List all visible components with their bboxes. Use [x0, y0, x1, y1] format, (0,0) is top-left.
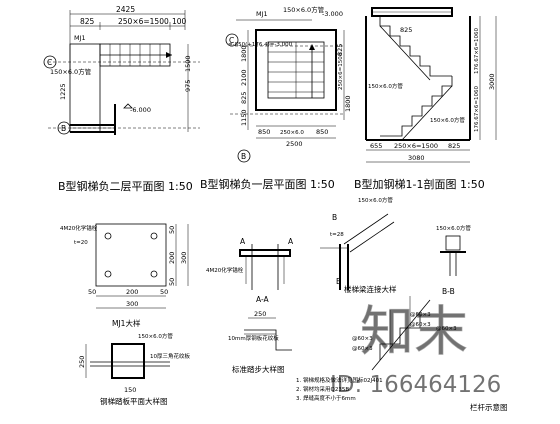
plan2f-dim-825: 825 — [80, 17, 95, 26]
plan1f-dim-left-4: 1150 — [240, 109, 248, 126]
plan2f-dim-100: 100 — [172, 17, 187, 26]
plan1f-tube-note: 150×6.0方管 — [283, 5, 325, 14]
mj1-dim-r-1: 50 — [168, 226, 176, 234]
plan1f-dim-right-2: 250×6=1500 — [338, 52, 344, 90]
bb-note-1: 150×6.0方管 — [436, 224, 471, 232]
mj1-detail: 4M20化学锚栓 t=20 50 200 50 300 50 200 50 30… — [60, 223, 189, 328]
plan2f-dim-right-1: 1500 — [184, 55, 192, 72]
section-tube-note-1: 150×6.0方管 — [368, 82, 403, 90]
mj1-dim-r-2: 200 — [168, 252, 176, 264]
note-1: 1. 钢梯规格及做法详见国标02J401 — [296, 376, 383, 384]
beam-label-b1: B — [332, 213, 337, 222]
plan1f-axis-b: B — [241, 152, 246, 161]
watermark: 知末 ID: 166464126 — [330, 300, 501, 398]
mj1-t-note: t=20 — [74, 240, 88, 246]
plan1f-dim-right-3: 1800 — [344, 95, 352, 112]
aa-label-a2: A — [288, 237, 294, 246]
section-dim-bottom-3: 825 — [448, 142, 460, 150]
section-dim-825: 825 — [400, 26, 412, 34]
plan1f-level-top: -3.000 — [322, 10, 343, 18]
plan2f-dim-total: 2425 — [116, 5, 135, 14]
section-dim-right-outer: 3000 — [488, 73, 496, 90]
plan2f-tube-note: 150×6.0方管 — [50, 67, 92, 76]
plan2f-dim-right-2: 975 — [184, 80, 192, 92]
mj1-dim-b-3: 50 — [160, 288, 168, 296]
caption-aa: A-A — [256, 295, 270, 304]
aa-bolt-note: 4M20化学锚栓 — [206, 266, 244, 274]
rail-note-2: @60×3 — [352, 336, 373, 342]
bb-note-2: @60×3 — [410, 312, 431, 318]
section-dim-right-1: 176.67×6=1060 — [474, 28, 480, 74]
plan2f-level: -6.000 — [130, 106, 151, 114]
mj1-dim-b-total: 300 — [126, 300, 138, 308]
caption-section: B型加钢梯1-1剖面图 1:50 — [354, 177, 485, 191]
beam-tube-note: 150×6.0方管 — [358, 196, 393, 204]
caption-mj1: MJ1大样 — [112, 318, 141, 328]
plan1f-dim-bottom-2: 250×6.0 — [280, 130, 304, 136]
plate-detail: 150×6.0方管 10厚三角花纹板 250 150 钢梯踏板平面大样图 — [78, 332, 190, 406]
section-1-1: 825 150×6.0方管 150×6.0方管 176.67×6=1060 17… — [354, 7, 497, 191]
plan1f-mj1: MJ1 — [256, 10, 268, 18]
plan1f-dim-bottom-1: 850 — [258, 128, 270, 136]
section-dim-bottom-1: 655 — [370, 142, 382, 150]
mj1-bolt-note: 4M20化学锚栓 — [60, 224, 98, 232]
beam-t-note: t=28 — [330, 232, 344, 238]
note-3: 3. 焊缝高度不小于6mm — [296, 394, 356, 402]
mj1-dim-r-3: 50 — [168, 278, 176, 286]
plan-1f: MJ1 150×6.0方管 -3.000 =-850(+176.4)=-3.00… — [200, 5, 352, 191]
plan1f-level-note: =-850(+176.4)=-3.000 — [228, 42, 293, 48]
general-notes: 1. 钢梯规格及做法详见国标02J401 2. 钢材均采用Q235B 3. 焊缝… — [296, 376, 383, 402]
watermark-brand: 知末 — [360, 300, 468, 363]
plate-tube-note: 150×6.0方管 — [138, 332, 173, 340]
plan1f-dim-bottom-3: 850 — [316, 128, 328, 136]
tread-detail: 250 10mm厚钢板花纹板 标准踏步大样图 — [228, 310, 292, 374]
bb-note-3: @60×3 — [410, 322, 431, 328]
section-tube-note-2: 150×6.0方管 — [430, 116, 465, 124]
watermark-id: ID: 166464126 — [330, 372, 501, 398]
bb-detail: 150×6.0方管 B-B @60×3 @60×3 — [410, 224, 471, 328]
plan2f-dim-steps: 250×6=1500 — [118, 17, 169, 26]
caption-stair-beam: 楼梯梁连接大样 — [344, 284, 397, 294]
plan-2f: 2425 825 250×6=1500 100 C B 1500 975 122… — [43, 5, 200, 193]
plate-dim-2: 150 — [124, 386, 136, 394]
section-dim-right-2: 176.67×6=1060 — [474, 86, 480, 132]
plan1f-dim-total: 2500 — [286, 140, 303, 148]
plan2f-mj1-label: MJ1 — [74, 34, 86, 42]
caption-plan-2f: B型钢梯负二层平面图 1:50 — [58, 179, 193, 193]
rail-detail: @60×3 @60×3 @60×3 栏杆示意图 — [352, 296, 508, 412]
tread-dim: 250 — [254, 310, 266, 318]
aa-label-a1: A — [240, 237, 246, 246]
aa-detail: 4M20化学锚栓 A A A-A — [206, 237, 294, 304]
plan1f-axis-c: C — [229, 36, 234, 45]
caption-plate: 钢梯踏板平面大样图 — [100, 396, 168, 406]
note-2: 2. 钢材均采用Q235B — [296, 385, 349, 393]
caption-plan-1f: B型钢梯负一层平面图 1:50 — [200, 177, 335, 191]
plan1f-dim-left-3: 825 — [240, 92, 248, 104]
rail-note-1: @60×3 — [436, 326, 457, 332]
beam-label-b2: B — [336, 277, 341, 286]
stair-beam-detail: 150×6.0方管 t=28 B B 楼梯梁连接大样 — [320, 196, 397, 294]
mj1-dim-r-total: 300 — [180, 252, 188, 264]
section-dim-bottom-2: 250×6=1500 — [394, 142, 438, 150]
caption-bb: B-B — [442, 287, 455, 296]
caption-rail: 栏杆示意图 — [470, 402, 508, 412]
plate-note: 10厚三角花纹板 — [150, 352, 190, 360]
plan2f-dim-left: 1225 — [59, 83, 67, 100]
plan2f-axis-b: B — [61, 124, 66, 133]
plan1f-dim-right-1: 825 — [336, 44, 344, 56]
plan2f-axis-c: C — [47, 58, 52, 67]
plan1f-dim-left-2: 2100 — [240, 69, 248, 86]
tread-note: 10mm厚钢板花纹板 — [228, 334, 279, 342]
plate-dim-1: 250 — [78, 356, 86, 368]
plan1f-dim-left-1: 1800 — [240, 45, 248, 62]
rail-note-3: @60×3 — [352, 346, 373, 352]
caption-tread: 标准踏步大样图 — [232, 364, 285, 374]
mj1-dim-b-2: 200 — [126, 288, 138, 296]
mj1-dim-b-1: 50 — [88, 288, 96, 296]
section-dim-total: 3080 — [408, 154, 425, 162]
